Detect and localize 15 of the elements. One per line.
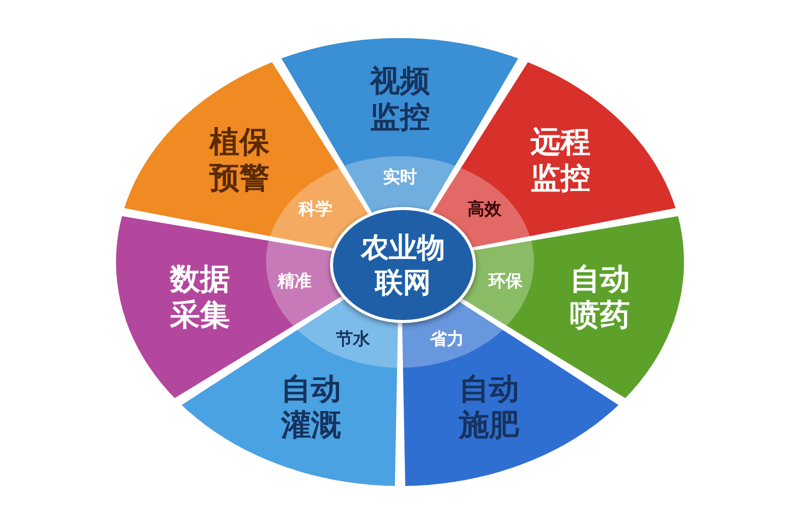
segment-title: 视频监控 xyxy=(368,64,431,136)
segment-title: 自动灌溉 xyxy=(280,372,342,444)
ring-label: 省力 xyxy=(430,328,464,351)
ring-label: 节水 xyxy=(336,328,370,351)
ring-label: 精准 xyxy=(277,270,312,292)
center-title: 农业物联网 xyxy=(360,230,446,300)
segment-title: 数据采集 xyxy=(168,262,231,334)
segment-title: 自动喷药 xyxy=(569,262,632,334)
segment-title: 远程监控 xyxy=(529,124,592,197)
ring-label: 实时 xyxy=(382,166,417,188)
segment-title: 自动施肥 xyxy=(458,372,520,444)
segment-title: 植保预警 xyxy=(208,124,271,197)
ring-label: 科学 xyxy=(298,198,332,220)
ring-label: 环保 xyxy=(488,270,523,292)
ring-label: 高效 xyxy=(468,198,502,220)
